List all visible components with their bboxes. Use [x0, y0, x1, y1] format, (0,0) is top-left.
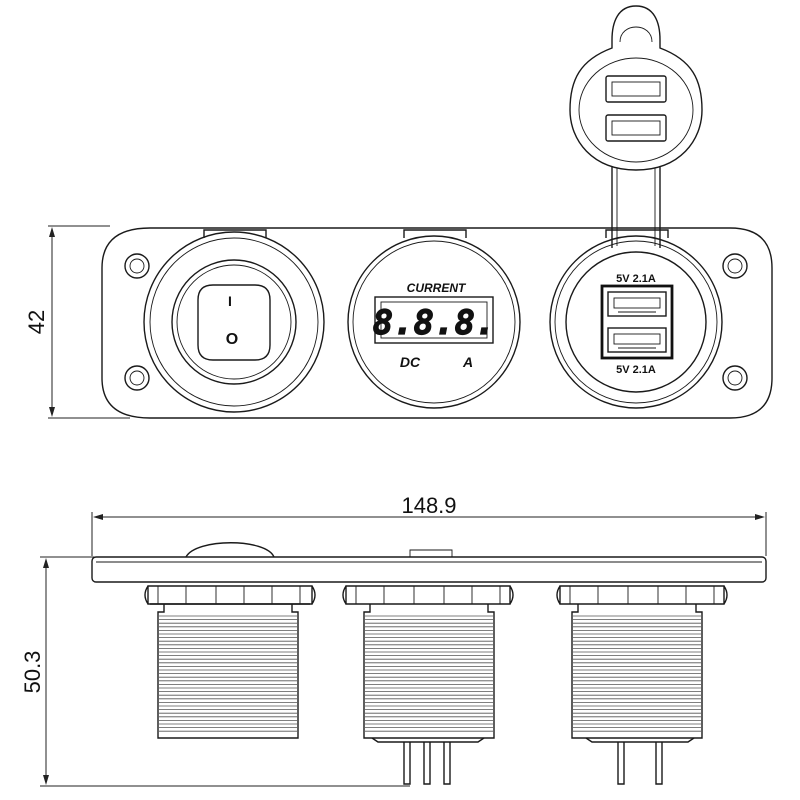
dim-width-label: 148.9 [401, 493, 456, 518]
rocker-switch [197, 284, 271, 361]
usb-socket-pins [617, 742, 663, 785]
mounting-hole-bottom-right [722, 365, 748, 391]
rocker-dome [185, 542, 275, 558]
digital-display-frame [374, 296, 494, 344]
cap-usb-port-lower [605, 114, 667, 142]
voltmeter-amp-label: A [462, 354, 473, 370]
side-view: 148.9 50.3 [20, 493, 767, 787]
usb-port-frame [600, 284, 674, 360]
voltmeter-dc-label: DC [400, 354, 421, 370]
usb-port-lower [607, 327, 667, 353]
digital-display: 8.8.8. [373, 303, 496, 343]
mounting-hole-bottom-left [124, 365, 150, 391]
height-dimension-top: 42 [24, 225, 130, 419]
threaded-body-right [571, 604, 703, 743]
usb-cap [569, 5, 703, 171]
threaded-body-left [157, 604, 299, 739]
usb-rating-upper: 5V 2.1A [616, 273, 656, 285]
top-view: 42 I O [24, 5, 773, 419]
usb-rating-lower: 5V 2.1A [616, 364, 656, 376]
mounting-hole-top-left [124, 253, 150, 279]
voltmeter-title: CURRENT [407, 281, 467, 295]
dim-height-side-label: 50.3 [20, 651, 45, 694]
width-dimension-side: 148.9 [91, 493, 767, 556]
switch-on-mark: I [228, 293, 232, 309]
switch-off-mark: O [226, 331, 238, 348]
threaded-body-middle [363, 604, 495, 743]
voltmeter-pins [403, 742, 451, 785]
nut-left [144, 585, 316, 605]
rocker-switch-module: I O [143, 229, 325, 413]
dim-height-top-label: 42 [24, 310, 49, 334]
plate-side [91, 556, 767, 583]
mounting-hole-top-right [722, 253, 748, 279]
height-dimension-side: 50.3 [20, 556, 410, 787]
cap-usb-port-upper [605, 75, 667, 103]
nut-middle [342, 585, 514, 605]
voltmeter-tab [409, 549, 453, 557]
nut-right [556, 585, 728, 605]
voltmeter-module: CURRENT 8.8.8. DC A [347, 229, 521, 409]
usb-socket-module: 5V 2.1A 5V 2.1A [549, 5, 723, 409]
mounting-plate [101, 227, 773, 419]
usb-port-upper [607, 291, 667, 317]
